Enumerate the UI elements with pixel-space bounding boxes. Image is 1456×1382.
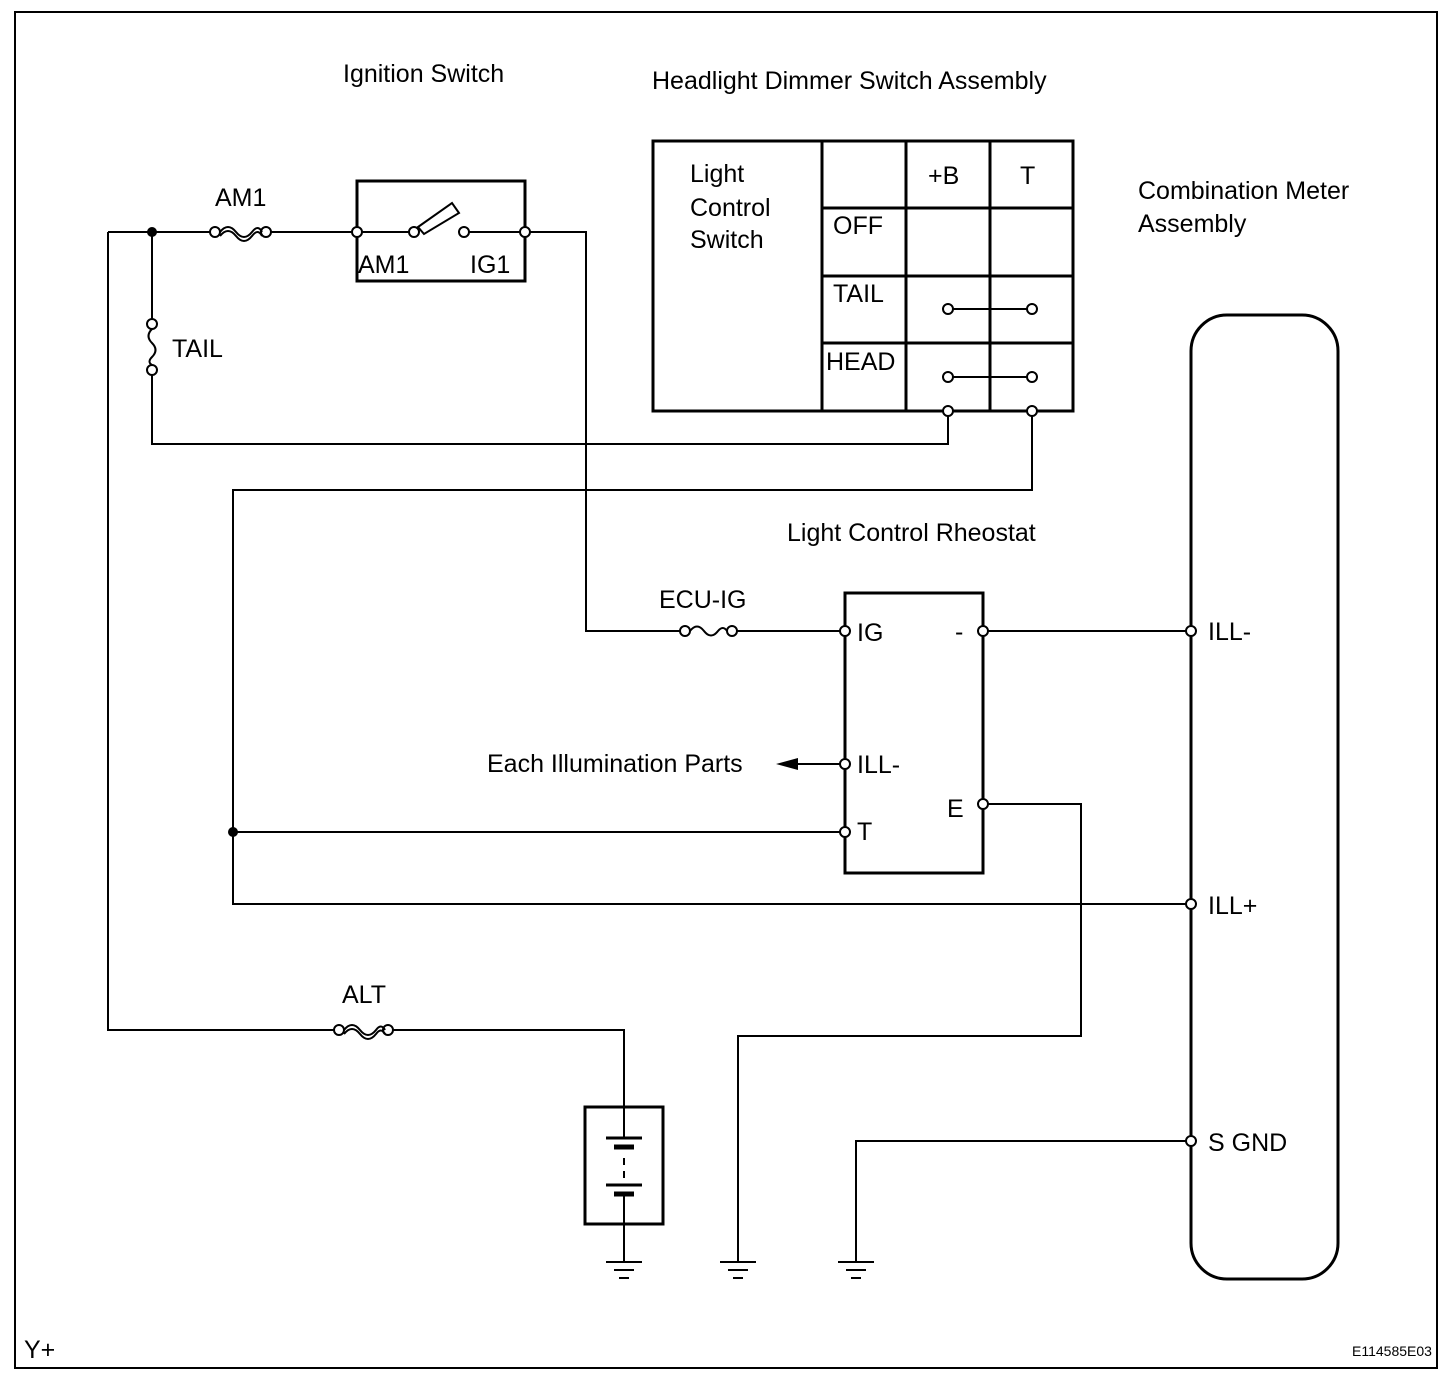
light-control-switch-label-2: Control — [690, 194, 771, 222]
rheostat-label-e: E — [947, 795, 964, 823]
junction-dot-t — [228, 827, 238, 837]
ignition-switch-title: Ignition Switch — [343, 60, 504, 88]
combination-meter-title-1: Combination Meter — [1138, 177, 1349, 205]
ignition-contact-b — [458, 226, 470, 238]
ignition-terminal-ig1 — [519, 226, 531, 238]
meter-terminal-ill-minus — [1185, 625, 1197, 637]
meter-label-s-gnd: S GND — [1208, 1129, 1287, 1157]
headlight-dimmer-title: Headlight Dimmer Switch Assembly — [652, 67, 1047, 95]
ignition-label-ig1: IG1 — [470, 251, 510, 279]
rheostat-terminal-t — [839, 826, 851, 838]
light-control-switch-label-1: Light — [690, 160, 744, 188]
ignition-switch-blade — [416, 201, 461, 236]
rheostat-box — [843, 591, 985, 875]
meter-terminal-ill-plus — [1185, 898, 1197, 910]
head-contact-t — [1026, 371, 1038, 383]
diagram-frame — [14, 11, 1438, 1369]
row-label-off: OFF — [833, 212, 883, 240]
wires — [107, 231, 1186, 1262]
column-header-b: +B — [928, 162, 959, 190]
row-label-tail: TAIL — [833, 280, 884, 308]
fuse-tail — [146, 318, 158, 376]
meter-terminal-s-gnd — [1185, 1135, 1197, 1147]
column-header-t: T — [1020, 162, 1035, 190]
fuse-ecu-ig — [679, 625, 738, 637]
combination-meter-box — [1189, 313, 1340, 1281]
switch-terminal-t — [1026, 405, 1038, 417]
fuse-tail-label: TAIL — [172, 335, 223, 363]
rheostat-label-t: T — [857, 818, 872, 846]
battery — [583, 1105, 665, 1226]
ignition-label-am1: AM1 — [358, 251, 409, 279]
rheostat-title: Light Control Rheostat — [787, 519, 1036, 547]
light-control-switch-label-3: Switch — [690, 226, 764, 254]
fuse-alt-label: ALT — [342, 981, 386, 1009]
junction-dot-am1 — [147, 227, 157, 237]
fuse-am1-label: AM1 — [215, 184, 266, 212]
rheostat-terminal-ill-minus — [839, 758, 851, 770]
fuse-am1 — [209, 226, 272, 242]
tail-contact-b — [942, 303, 954, 315]
rheostat-label-minus: - — [955, 618, 963, 646]
rheostat-terminal-minus — [977, 625, 989, 637]
ground-meter-icon — [838, 1261, 874, 1279]
meter-label-ill-minus: ILL- — [1208, 618, 1251, 646]
each-illumination-label: Each Illumination Parts — [487, 750, 743, 778]
tail-contact-t — [1026, 303, 1038, 315]
rheostat-label-ig: IG — [857, 619, 883, 647]
arrow-left-icon — [776, 758, 798, 770]
fuse-alt — [333, 1024, 394, 1040]
combination-meter-title-2: Assembly — [1138, 210, 1247, 238]
ground-battery-icon — [606, 1261, 642, 1279]
head-contact-b — [942, 371, 954, 383]
fuse-ecu-ig-label: ECU-IG — [659, 586, 747, 614]
row-label-head: HEAD — [826, 348, 895, 376]
corner-label-right: E114585E03 — [1352, 1343, 1432, 1359]
rheostat-terminal-ig — [839, 625, 851, 637]
ignition-contact-a — [408, 226, 420, 238]
light-control-switch-table — [651, 139, 1075, 413]
meter-label-ill-plus: ILL+ — [1208, 892, 1257, 920]
rheostat-label-ill-minus: ILL- — [857, 751, 900, 779]
ground-rheostat-icon — [720, 1261, 756, 1279]
rheostat-terminal-e — [977, 798, 989, 810]
ignition-terminal-am1 — [351, 226, 363, 238]
switch-terminal-b — [942, 405, 954, 417]
corner-label-left: Y+ — [24, 1336, 55, 1364]
